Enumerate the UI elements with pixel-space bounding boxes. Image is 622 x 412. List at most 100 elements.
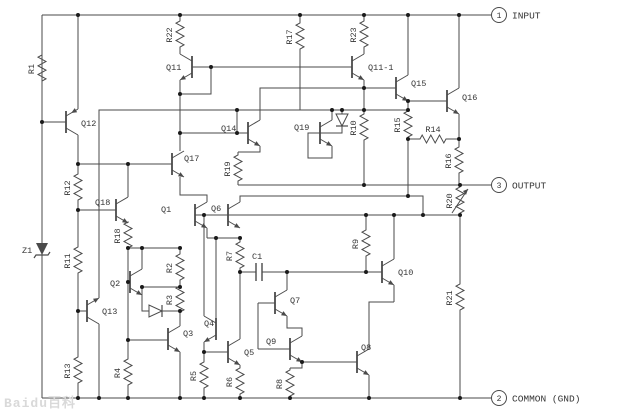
resistor-R17 (294, 15, 306, 110)
transistor-part (453, 109, 459, 114)
transistor-part (194, 201, 208, 210)
wire (307, 132, 333, 159)
wire (180, 67, 212, 95)
transistor-part (281, 311, 287, 316)
transistor-label-Q11-1: Q11-1 (368, 63, 394, 73)
transistor-part (167, 325, 181, 334)
resistor-label-R18: R18 (113, 228, 123, 243)
resistor-label-R3: R3 (165, 295, 175, 305)
junction-dot (392, 213, 396, 217)
transistor-label-Q6: Q6 (211, 204, 221, 214)
transistor-label-Q19: Q19 (294, 123, 309, 133)
resistor-label-R1: R1 (27, 64, 37, 74)
junction-dot (421, 213, 425, 217)
resistor-R13 (72, 311, 84, 398)
terminal-number-2: 2 (497, 395, 502, 404)
transistor-Q11-1 (351, 53, 365, 81)
junction-dot (178, 285, 182, 289)
transistor-part (274, 289, 288, 298)
resistor-R7 (234, 238, 246, 272)
wire (239, 195, 424, 215)
transistor-part (65, 127, 79, 136)
transistor-part (201, 223, 207, 228)
resistor-R11 (72, 210, 84, 311)
junction-dot (140, 285, 144, 289)
transistor-label-Q18: Q18 (95, 198, 110, 208)
diode (148, 304, 164, 318)
transistor-label-Q12: Q12 (81, 119, 96, 129)
transistor-part (395, 74, 409, 83)
transistor-Q13 (86, 297, 100, 325)
junction-dot (235, 131, 239, 135)
wire (179, 177, 208, 202)
terminal-label-1: INPUT (512, 11, 541, 22)
junction-dot (209, 65, 213, 69)
junction-dot (457, 13, 461, 17)
junction-dot (76, 309, 80, 313)
wire (368, 301, 394, 349)
junction-dot (126, 396, 130, 400)
resistor-R18 (122, 221, 134, 249)
junction-dot (76, 396, 80, 400)
transistor-part (289, 335, 303, 344)
transistor-part (203, 315, 217, 324)
transistor-part (247, 119, 261, 128)
transistor-Q9 (289, 335, 303, 363)
resistor-label-R11: R11 (63, 253, 73, 268)
resistor-label-R12: R12 (63, 180, 73, 195)
junction-dot (330, 108, 334, 112)
junction-dot (214, 236, 218, 240)
wire (238, 146, 261, 153)
junction-dot (178, 396, 182, 400)
transistor-Q10 (381, 258, 395, 286)
resistor-R21 (454, 215, 466, 398)
junction-dot (97, 396, 101, 400)
resistor-label-R15: R15 (393, 117, 403, 132)
transistor-Q3 (167, 325, 181, 353)
resistor-R3 (174, 285, 186, 313)
transistor-part (388, 280, 394, 285)
transistor-label-Q14: Q14 (221, 124, 236, 134)
junction-dot (202, 350, 206, 354)
resistor-label-R10: R10 (349, 120, 359, 135)
transistor-Q7 (274, 289, 288, 317)
transistor-part (171, 150, 185, 159)
resistor-R23 (358, 15, 370, 54)
resistor-label-R13: R13 (63, 363, 73, 378)
junction-dot (76, 13, 80, 17)
junction-dot (235, 108, 239, 112)
junction-dot (406, 137, 410, 141)
resistor-R4 (122, 340, 134, 398)
junction-dot (406, 99, 410, 103)
resistor-label-R7: R7 (225, 251, 235, 261)
resistor-R14 (408, 133, 459, 145)
transistor-Q17 (171, 150, 185, 178)
resistor-label-R23: R23 (349, 27, 359, 42)
transistor-part (381, 258, 395, 267)
junction-dot (40, 120, 44, 124)
junction-dot (364, 270, 368, 274)
junction-dot (406, 108, 410, 112)
junction-dot (178, 131, 182, 135)
junction-dot (140, 246, 144, 250)
resistor-label-R2: R2 (165, 263, 175, 273)
transistor-part (227, 201, 241, 210)
transistor-label-Q10: Q10 (398, 268, 413, 278)
junction-dot (406, 13, 410, 17)
transistor-label-Q3: Q3 (183, 329, 193, 339)
transistor-part (180, 75, 186, 80)
junction-dot (362, 13, 366, 17)
capacitor-label-C1: C1 (252, 252, 262, 262)
resistor-R19 (232, 152, 244, 185)
transistor-label-Q9: Q9 (266, 337, 276, 347)
transistor-part (71, 108, 78, 113)
junction-dot (238, 396, 242, 400)
transistor-part (129, 268, 143, 277)
transistor-label-Q16: Q16 (462, 93, 477, 103)
terminal-1 (491, 7, 507, 23)
transistor-part (174, 347, 180, 352)
junction-dot (340, 108, 344, 112)
transistor-Q18 (115, 196, 129, 224)
transistor-part (254, 141, 260, 146)
transistor-label-Q8: Q8 (361, 343, 371, 353)
